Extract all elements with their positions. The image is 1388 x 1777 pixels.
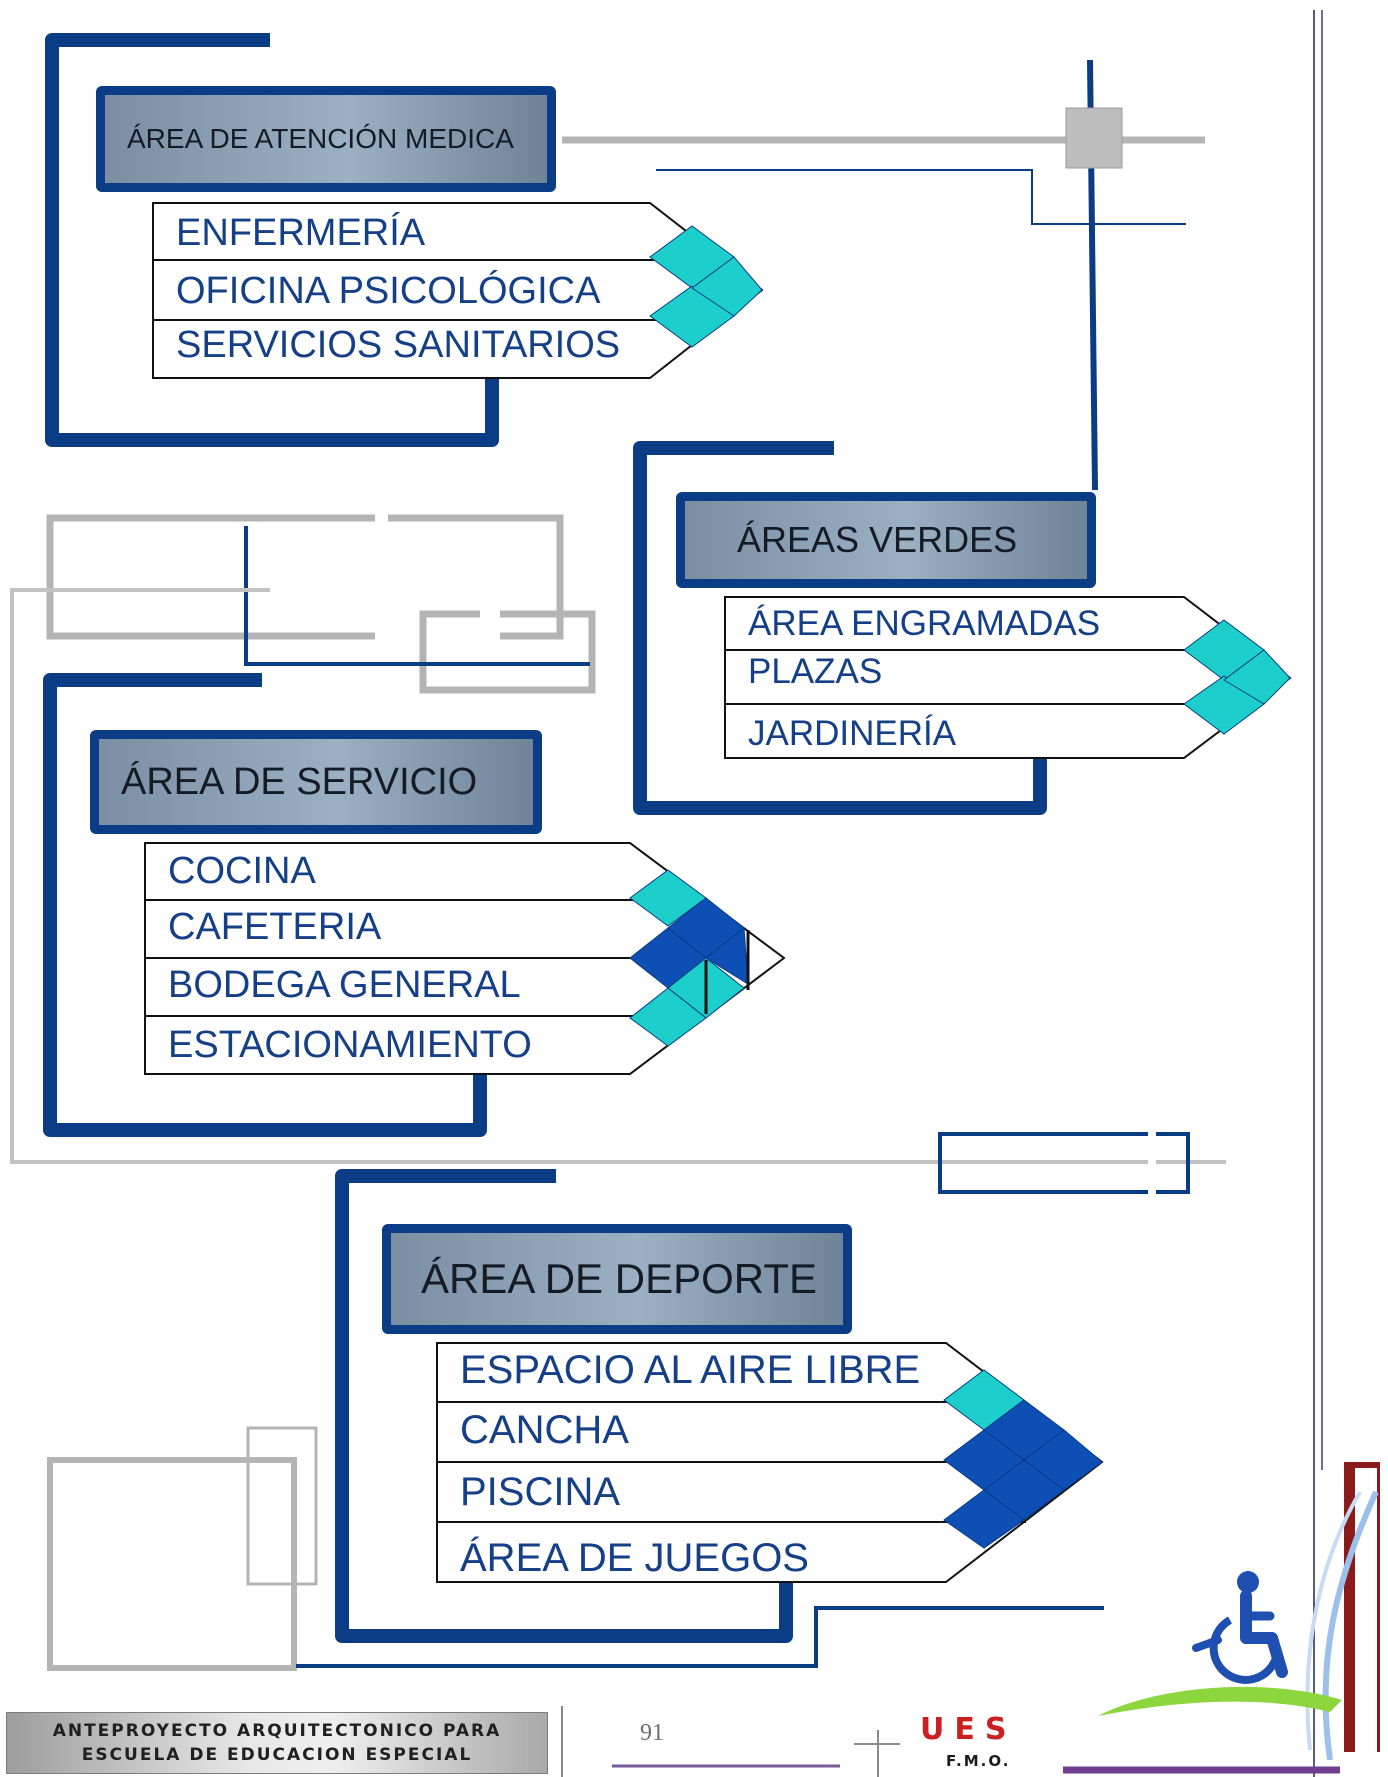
group-header-area-servicio: ÁREA DE SERVICIO [90,730,542,834]
list-arrow-shape [436,1342,1104,1583]
list-item-cafeteria: CAFETERIA [168,906,382,948]
list-item-piscina: PISCINA [460,1470,621,1514]
project-title-line-1: ANTEPROYECTO ARQUITECTONICO PARA [52,1721,502,1741]
list-item-espacio-aire-libre: ESPACIO AL AIRE LIBRE [460,1348,921,1392]
list-item-oficina-psicologica: OFICINA PSICOLÓGICA [176,270,601,312]
list-item-area-engramadas: ÁREA ENGRAMADAS [748,604,1101,643]
item-list-area-servicio: COCINA CAFETERIA BODEGA GENERAL ESTACION… [144,842,794,1078]
item-list-atencion-medica: ENFERMERÍA OFICINA PSICOLÓGICA SERVICIOS… [152,202,772,380]
fmo-label: F.M.O. [946,1752,1011,1770]
wheelchair-icon [1192,1571,1288,1684]
project-title-banner: ANTEPROYECTO ARQUITECTONICO PARA ESCUELA… [6,1712,548,1774]
group-header-areas-verdes: ÁREAS VERDES [676,492,1096,588]
group-title: ÁREAS VERDES [737,519,1018,560]
group-title: ÁREA DE DEPORTE [421,1255,818,1302]
list-arrow-shape [152,202,764,379]
list-arrow-shape [144,842,786,1075]
list-item-plazas: PLAZAS [748,652,883,691]
list-item-area-juegos: ÁREA DE JUEGOS [460,1536,809,1580]
list-item-cocina: COCINA [168,850,316,892]
item-list-area-deporte: ESPACIO AL AIRE LIBRE CANCHA PISCINA ÁRE… [436,1342,1110,1586]
group-title: ÁREA DE SERVICIO [121,760,478,803]
item-list-areas-verdes: ÁREA ENGRAMADAS PLAZAS JARDINERÍA [724,596,1294,760]
list-arrow-shape [724,596,1292,759]
list-item-enfermeria: ENFERMERÍA [176,212,426,254]
group-header-area-deporte: ÁREA DE DEPORTE [382,1224,852,1334]
page-number: 91 [640,1720,664,1746]
list-item-estacionamiento: ESTACIONAMIENTO [168,1024,532,1066]
project-title-line-2: ESCUELA DE EDUCACION ESPECIAL [81,1745,473,1765]
list-item-cancha: CANCHA [460,1408,629,1452]
group-title: ÁREA DE ATENCIÓN MEDICA [127,123,514,154]
list-item-jardineria: JARDINERÍA [748,714,957,753]
group-header-atencion-medica: ÁREA DE ATENCIÓN MEDICA [96,86,556,192]
list-item-bodega-general: BODEGA GENERAL [168,964,521,1006]
ues-logo: UES [920,1712,1017,1747]
list-item-servicios-sanitarios: SERVICIOS SANITARIOS [176,324,621,366]
